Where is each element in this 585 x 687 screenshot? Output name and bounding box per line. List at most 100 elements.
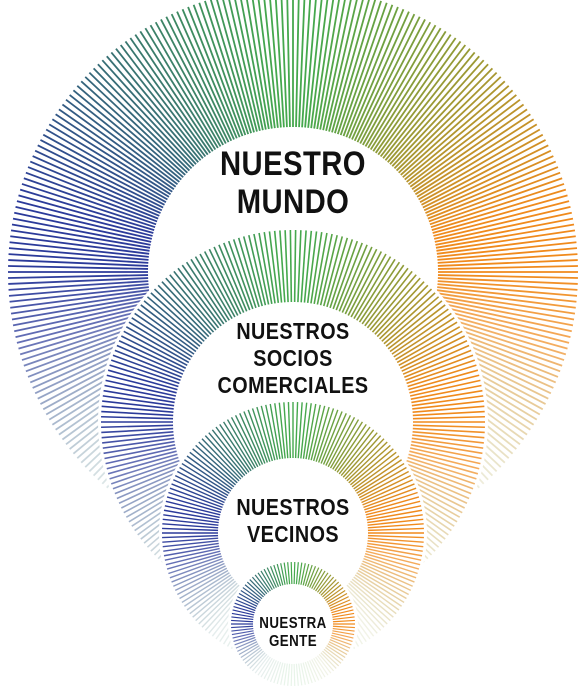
ring-stroke: [116, 469, 184, 500]
ring-stroke: [112, 354, 181, 382]
ring-stroke: [422, 144, 549, 209]
ring-stroke: [364, 267, 409, 327]
ring-stroke: [351, 451, 397, 488]
ring-stroke: [195, 444, 238, 484]
ring-stroke: [106, 374, 177, 394]
ring-stroke: [436, 289, 576, 309]
ring-stroke: [192, 580, 236, 618]
ring-stroke: [322, 581, 340, 598]
ring-stroke: [189, 451, 235, 488]
ring-stroke: [181, 264, 225, 325]
ring-stroke: [186, 576, 233, 611]
ring-stroke: [408, 369, 479, 391]
ring-stroke: [427, 166, 559, 220]
ring-stroke: [144, 27, 219, 149]
ring-stroke: [269, 661, 280, 682]
ring-stroke: [437, 247, 578, 261]
ring-stroke: [332, 625, 355, 629]
ring-stroke: [42, 133, 167, 203]
ring-stroke: [104, 444, 176, 460]
ring-stroke: [119, 44, 207, 158]
ring-stroke: [359, 19, 426, 144]
ring-stroke: [269, 566, 280, 587]
ring-stroke: [331, 609, 354, 616]
ring-stroke: [391, 312, 452, 355]
ring-stroke: [102, 434, 174, 444]
ring-stroke: [387, 55, 480, 163]
ring-stroke: [273, 661, 282, 684]
ring-stroke: [55, 113, 173, 193]
ring-stroke: [103, 440, 175, 455]
ring-stroke: [307, 404, 321, 460]
ring-stroke: [307, 0, 323, 128]
ring-stroke: [238, 643, 259, 656]
ring-stroke: [361, 264, 405, 325]
ring-stroke: [179, 569, 229, 600]
ring-stroke: [412, 431, 485, 439]
ring-stroke: [233, 634, 255, 643]
ring-stroke: [328, 0, 364, 132]
label-line: MUNDO: [236, 183, 350, 221]
ring-stroke: [406, 359, 476, 385]
ring-stroke: [34, 149, 163, 212]
ring-stroke: [284, 230, 289, 303]
ring-stroke: [389, 308, 449, 353]
ring-stroke: [377, 40, 462, 156]
ring-stroke: [58, 108, 175, 190]
ring-stroke: [421, 139, 546, 206]
label-nuestros-vecinos: NUESTROS VECINOS: [211, 494, 374, 548]
ring-stroke: [342, 435, 382, 478]
ring-stroke: [320, 652, 337, 669]
ring-stroke: [297, 230, 302, 303]
ring-stroke: [45, 128, 168, 201]
ring-stroke: [329, 419, 360, 469]
ring-stroke: [301, 0, 312, 128]
ring-stroke: [437, 253, 578, 264]
ring-stroke: [9, 286, 149, 303]
ring-stroke: [101, 410, 174, 417]
ring-stroke: [327, 592, 348, 605]
ring-stroke: [360, 474, 412, 501]
ring-stroke: [413, 113, 531, 193]
ring-stroke: [389, 59, 485, 165]
ring-stroke: [160, 19, 227, 144]
ring-stroke: [166, 496, 222, 514]
ring-stroke: [426, 160, 557, 217]
ring-stroke: [295, 0, 300, 128]
ring-stroke: [195, 582, 238, 622]
ring-stroke: [304, 0, 317, 128]
ring-stroke: [103, 389, 175, 404]
ring-stroke: [306, 661, 317, 682]
ring-stroke: [124, 40, 209, 156]
ring-stroke: [411, 395, 484, 407]
ring-stroke: [199, 253, 236, 318]
ring-stroke: [276, 563, 284, 586]
ring-stroke: [257, 572, 271, 592]
ring-stroke: [398, 76, 502, 174]
ring-stroke: [222, 0, 258, 132]
ring-stroke: [216, 0, 255, 133]
ring-stroke: [364, 552, 420, 570]
ring-stroke: [263, 659, 275, 680]
ring-stroke: [265, 404, 279, 460]
ring-stroke: [102, 395, 175, 407]
ring-stroke: [204, 435, 244, 478]
ring-stroke: [330, 602, 352, 612]
label-line: SOCIOS: [253, 345, 333, 371]
ring-stroke: [29, 160, 160, 217]
ring-stroke: [10, 229, 150, 252]
ring-stroke: [437, 277, 578, 285]
ring-stroke: [125, 326, 190, 364]
ring-stroke: [332, 630, 355, 636]
ring-stroke: [177, 567, 228, 596]
ring-stroke: [395, 321, 458, 361]
ring-stroke: [325, 587, 344, 601]
ring-stroke: [334, 424, 367, 472]
ring-stroke: [174, 474, 226, 501]
ring-stroke: [293, 663, 296, 686]
ring-stroke: [278, 402, 286, 459]
ring-stroke: [246, 581, 264, 598]
ring-stroke: [311, 659, 323, 680]
ring-stroke: [302, 563, 310, 586]
ring-stroke: [367, 540, 424, 548]
